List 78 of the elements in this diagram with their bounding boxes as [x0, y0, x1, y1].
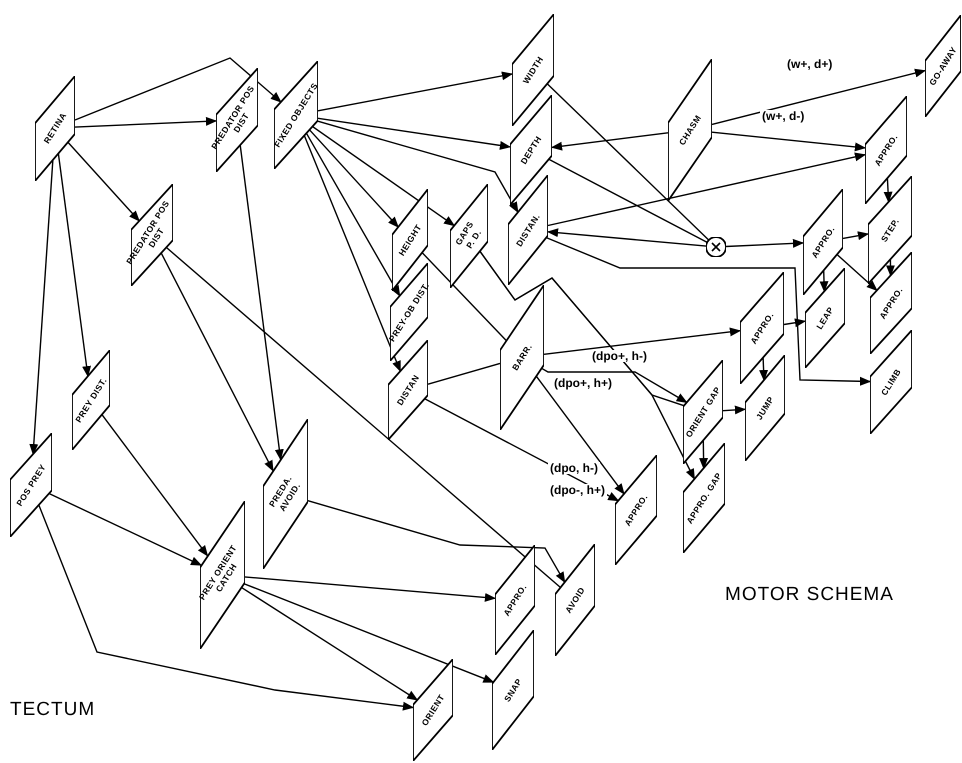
schema-box	[492, 630, 534, 750]
condition-label: (dpo-, h+)	[548, 484, 607, 496]
schema-box	[870, 252, 912, 354]
schema-box	[683, 443, 725, 553]
schema-box	[745, 355, 785, 461]
schema-box	[274, 61, 318, 169]
arrow	[479, 250, 696, 480]
schema-box	[865, 96, 907, 204]
edge-label: (w+, d+)	[785, 58, 834, 70]
arrow	[820, 270, 828, 292]
schema-box	[512, 14, 554, 126]
schema-box	[668, 59, 712, 201]
arrow	[48, 492, 202, 566]
arrow	[884, 178, 893, 204]
arrow	[836, 254, 878, 292]
arrow	[244, 576, 496, 602]
schema-box	[868, 176, 912, 284]
region-label: MOTOR SCHEMA	[725, 585, 894, 604]
arrow	[699, 440, 708, 470]
arrow	[712, 68, 926, 126]
region-label: TECTUM	[10, 700, 96, 719]
schema-box	[510, 95, 552, 205]
schema-box	[72, 350, 110, 450]
schema-box	[615, 455, 657, 565]
edge-label: (dpo, h-)	[548, 462, 600, 474]
schema-box	[495, 545, 535, 655]
edge-label: (w+, d-)	[760, 110, 806, 122]
arrow	[318, 71, 514, 112]
arrow	[726, 238, 804, 248]
schema-box	[740, 272, 784, 384]
schema-box	[262, 419, 308, 569]
arrow	[74, 57, 282, 121]
arrow	[29, 159, 54, 456]
schema-box	[450, 184, 488, 288]
arrow	[712, 132, 866, 152]
arrow	[886, 259, 895, 277]
arrow	[317, 120, 518, 214]
schema-box	[508, 175, 548, 285]
arrow	[243, 582, 494, 683]
schema-box	[10, 433, 52, 537]
arrow	[240, 586, 418, 701]
arrow	[544, 327, 742, 355]
arrow	[58, 152, 92, 378]
arrow	[306, 132, 400, 297]
arrow	[160, 252, 274, 472]
schema-box	[555, 544, 595, 656]
schema-box	[500, 284, 544, 430]
arrow	[536, 375, 625, 495]
arrow	[307, 500, 566, 584]
arrow	[38, 504, 414, 711]
schema-box	[803, 189, 843, 295]
schema-box	[390, 263, 428, 361]
multiply-junction	[706, 237, 726, 257]
arrow	[541, 368, 688, 403]
arrow	[784, 318, 806, 328]
arrow	[240, 144, 284, 460]
schema-box	[925, 15, 961, 117]
arrow	[308, 129, 399, 228]
arrow	[842, 231, 870, 240]
edge-label: (dpo+, h-)	[590, 350, 649, 362]
arrow	[101, 414, 208, 557]
arrow	[546, 236, 872, 386]
schema-box	[683, 360, 723, 464]
schema-box	[870, 330, 912, 434]
schema-box	[413, 659, 453, 761]
schema-box	[388, 340, 428, 440]
arrow	[548, 152, 866, 226]
arrow	[312, 126, 456, 226]
arrow	[318, 118, 512, 150]
arrow	[74, 116, 218, 128]
edge-label: (dpo+, h+)	[552, 377, 614, 389]
schema-box	[35, 76, 75, 180]
arrow	[759, 357, 768, 382]
schema-box	[200, 501, 244, 649]
schema-box	[805, 268, 845, 368]
arrow	[304, 135, 401, 372]
arrow	[722, 405, 746, 414]
arrow	[67, 141, 140, 222]
